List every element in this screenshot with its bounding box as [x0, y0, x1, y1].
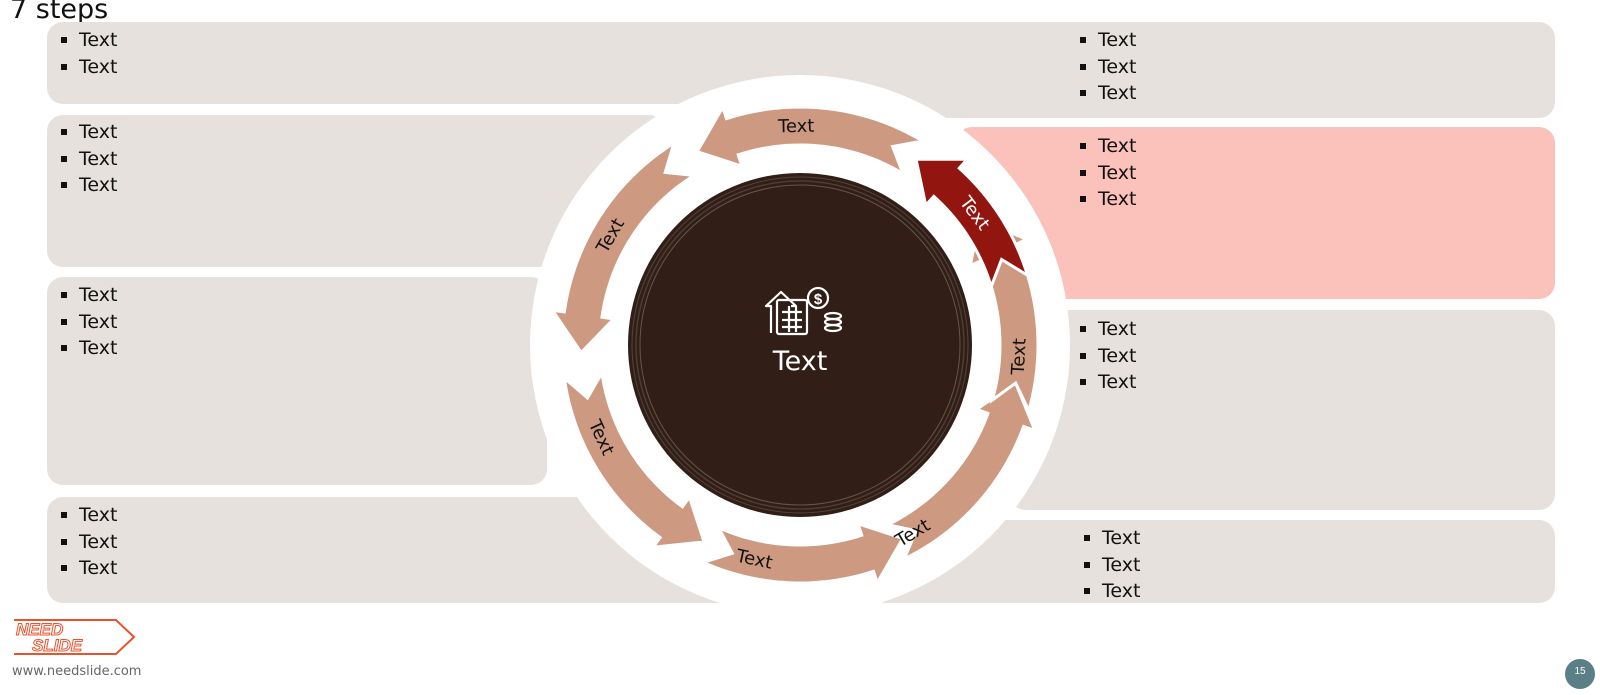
list-item: Text — [1077, 160, 1136, 187]
bullet-list-left-3: Text Text Text — [58, 502, 117, 582]
step-arrow — [883, 380, 1038, 563]
bullet-list-top-left: Text Text — [58, 27, 117, 80]
center-label: Text — [772, 346, 828, 377]
list-item: Text — [1077, 80, 1136, 107]
list-item: Text — [1081, 578, 1140, 605]
list-item: Text — [58, 335, 117, 362]
panel-left-2 — [47, 277, 547, 485]
page-number: 15 — [1574, 666, 1586, 677]
list-item: Text — [1077, 369, 1136, 396]
bullet-list-top-right: Text Text Text — [1077, 27, 1136, 107]
bullet-list-right-3: Text Text Text — [1081, 525, 1140, 605]
needslide-logo: NEED SLIDE — [14, 619, 136, 656]
svg-text:SLIDE: SLIDE — [32, 636, 83, 655]
bullet-list-right-2: Text Text Text — [1077, 316, 1136, 396]
step-label: Text — [1008, 338, 1031, 376]
svg-text:NEED: NEED — [16, 620, 63, 639]
list-item: Text — [1077, 316, 1136, 343]
bullet-list-right-1: Text Text Text — [1077, 133, 1136, 213]
center-circle — [628, 173, 972, 517]
list-item: Text — [1081, 552, 1140, 579]
bullet-list-left-2: Text Text Text — [58, 282, 117, 362]
list-item: Text — [58, 27, 117, 54]
panel-top-right-tail — [900, 70, 1555, 118]
list-item: Text — [58, 529, 117, 556]
list-item: Text — [58, 502, 117, 529]
list-item: Text — [58, 119, 117, 146]
step-arrow — [698, 521, 906, 587]
bullet-list-left-1: Text Text Text — [58, 119, 117, 199]
list-item: Text — [58, 54, 117, 81]
list-item: Text — [1077, 54, 1136, 81]
page-number-badge: 15 — [1562, 656, 1600, 690]
list-item: Text — [1077, 343, 1136, 370]
list-item: Text — [1077, 186, 1136, 213]
svg-text:$: $ — [814, 291, 823, 308]
footer-url: www.needslide.com — [12, 664, 142, 679]
list-item: Text — [1081, 525, 1140, 552]
list-item: Text — [1077, 27, 1136, 54]
slide-title: 7 steps — [10, 0, 109, 25]
step-label: Text — [777, 116, 815, 138]
list-item: Text — [58, 172, 117, 199]
list-item: Text — [58, 555, 117, 582]
list-item: Text — [58, 146, 117, 173]
house-calculator-coins-icon: $ — [764, 286, 843, 336]
step-arrow — [694, 103, 927, 177]
list-item: Text — [58, 309, 117, 336]
step-arrow — [562, 368, 706, 550]
list-item: Text — [58, 282, 117, 309]
panel-right-2 — [1010, 310, 1555, 510]
step-arrow-highlighted — [914, 157, 1031, 292]
step-arrow — [549, 139, 699, 356]
list-item: Text — [1077, 133, 1136, 160]
